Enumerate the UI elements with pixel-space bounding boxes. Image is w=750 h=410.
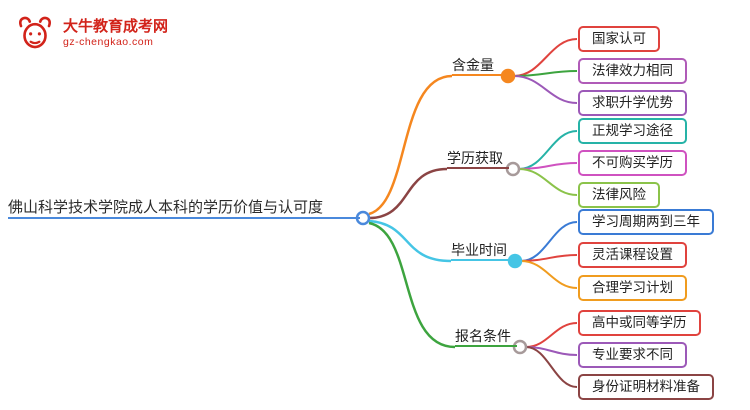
mindmap-leaf: 合理学习计划 [578, 275, 687, 301]
edge-branch3-leaf1 [520, 221, 578, 262]
edge-central-branch3 [368, 219, 452, 263]
mindmap-leaf: 法律风险 [578, 182, 660, 208]
edge-branch4-leaf2 [525, 346, 578, 356]
mindmap-leaf: 正规学习途径 [578, 118, 687, 144]
edge-central-branch2 [368, 167, 448, 220]
branch-label-3: 毕业时间 [451, 242, 513, 261]
edge-central-branch4 [368, 221, 456, 349]
mindmap-leaf: 专业要求不同 [578, 342, 687, 368]
edge-branch2-leaf2 [518, 162, 578, 170]
mindmap-leaf: 学习周期两到三年 [578, 209, 714, 235]
edge-branch4-leaf3 [525, 346, 578, 388]
mindmap-leaf: 灵活课程设置 [578, 242, 687, 268]
edge-branch1-leaf2 [513, 70, 578, 77]
edge-central-branch1 [368, 74, 453, 216]
edge-branch3-leaf2 [520, 254, 578, 262]
mindmap-leaf: 国家认可 [578, 26, 660, 52]
mindmap-leaf: 身份证明材料准备 [578, 374, 714, 400]
edge-branch2-leaf1 [518, 130, 578, 170]
edge-branch4-leaf1 [525, 322, 578, 348]
logo-title: 大牛教育成考网 [63, 18, 169, 35]
branch-label-2: 学历获取 [447, 150, 509, 169]
edge-branch1-leaf1 [513, 38, 578, 77]
mindmap-leaf: 不可购买学历 [578, 150, 687, 176]
logo-url: gz-chengkao.com [63, 36, 154, 48]
branch-label-4: 报名条件 [455, 328, 517, 347]
mindmap-leaf: 高中或同等学历 [578, 310, 701, 336]
edge-branch3-leaf3 [520, 260, 578, 289]
branch-label-1: 含金量 [452, 57, 510, 76]
edge-branch2-leaf3 [518, 168, 578, 196]
mindmap-leaf: 求职升学优势 [578, 90, 687, 116]
mindmap-leaf: 法律效力相同 [578, 58, 687, 84]
central-topic: 佛山科学技术学院成人本科的学历价值与认可度 [8, 199, 360, 219]
bull-icon [19, 16, 51, 49]
site-logo: 大牛教育成考网 gz-chengkao.com [14, 12, 168, 54]
edge-branch1-leaf3 [513, 75, 578, 104]
